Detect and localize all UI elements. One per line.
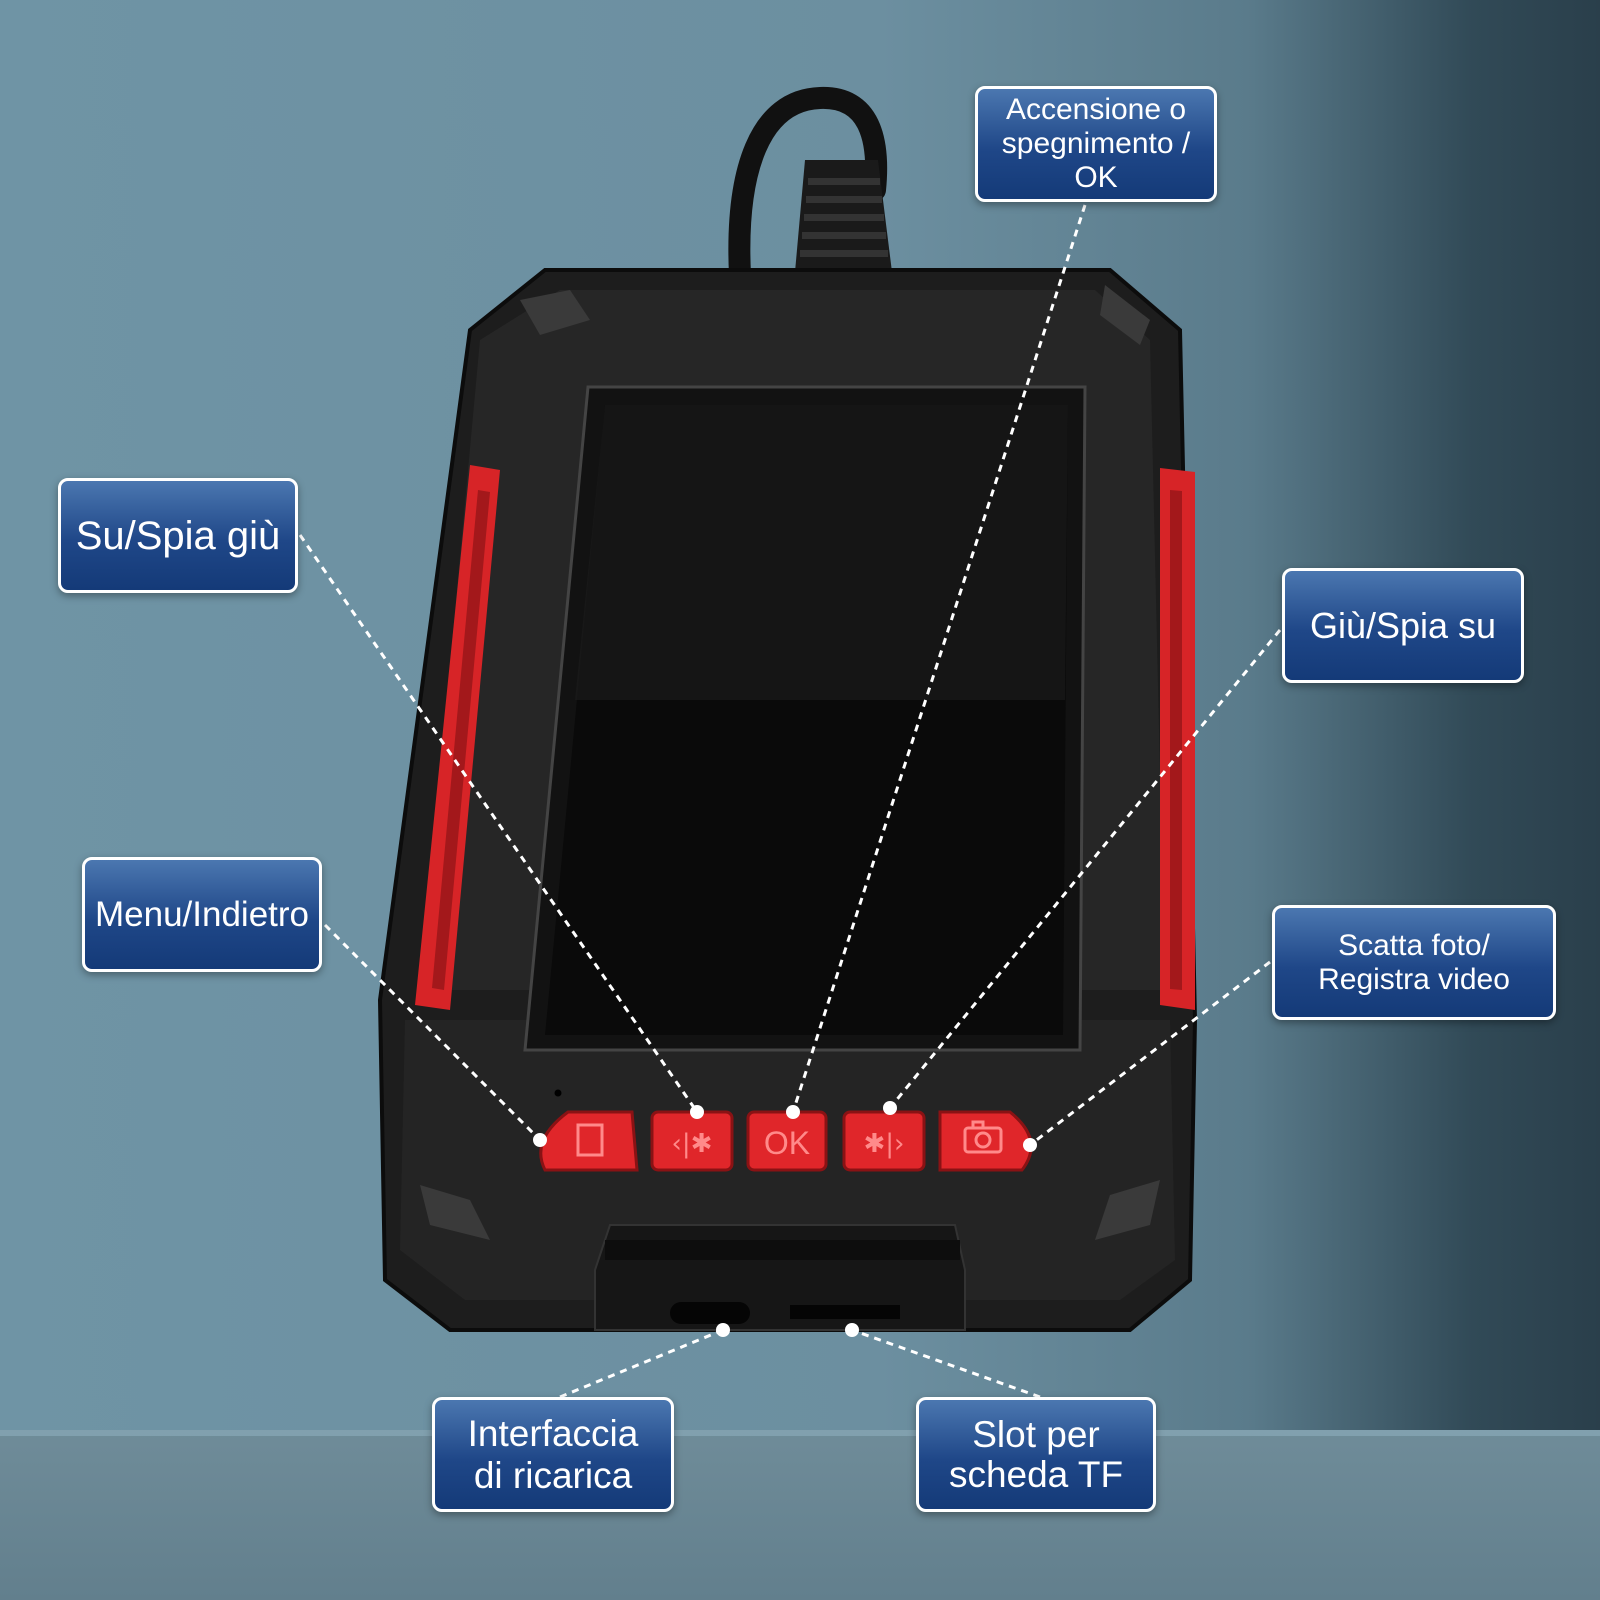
charging-port <box>670 1302 750 1324</box>
callout-accensione-text: Accensione o spegnimento / OK <box>1001 93 1191 194</box>
button-menu <box>539 1110 639 1172</box>
red-grip-left <box>415 465 500 1010</box>
leader-slot-tf <box>851 1328 1041 1399</box>
microphone-hole <box>554 1089 562 1097</box>
screen-glare <box>575 405 1068 700</box>
ok-icon: OK <box>764 1125 810 1161</box>
camera-icon <box>963 1120 1003 1154</box>
button-camera <box>938 1110 1033 1172</box>
brightness-up-icon: ✱|› <box>864 1129 905 1159</box>
callout-slot-scheda-tf: Slot per scheda TF <box>916 1397 1156 1512</box>
leader-interfaccia <box>559 1328 724 1399</box>
corner-bumper-bottom-right <box>1095 1180 1160 1240</box>
callout-menu-indietro: Menu/Indietro <box>82 857 322 972</box>
leader-accensione <box>791 204 1087 1113</box>
floor <box>0 1430 1600 1600</box>
corner-bumper-bottom-left <box>420 1185 490 1240</box>
callout-giu-spia-su-text: Giù/Spia su <box>1309 604 1497 646</box>
brightness-down-icon: ‹|✱ <box>672 1129 713 1159</box>
corner-bumper-top-left <box>520 290 590 335</box>
callout-slot-scheda-tf-text: Slot per scheda TF <box>948 1413 1124 1495</box>
menu-icon <box>576 1123 604 1157</box>
callout-interfaccia-ricarica-text: Interfaccia di ricarica <box>467 1412 639 1496</box>
callout-su-spia-giu: Su/Spia giù <box>58 478 298 593</box>
endpoint-camera <box>1023 1138 1037 1152</box>
leader-lines <box>298 204 1282 1399</box>
endpoint-brightness-up <box>883 1101 897 1115</box>
tf-card-slot <box>790 1305 900 1319</box>
callout-scatta-foto-text: Scatta foto/ Registra video <box>1318 928 1510 996</box>
floor-edge <box>0 1430 1600 1436</box>
button-ok: OK <box>746 1110 828 1172</box>
bottom-hatch-lip <box>605 1240 960 1260</box>
leader-endpoints <box>533 1101 1037 1337</box>
callout-menu-indietro-text: Menu/Indietro <box>94 894 310 934</box>
endpoint-brightness-down <box>690 1105 704 1119</box>
corner-bumper-top-right <box>1100 285 1150 345</box>
endpoint-tf-slot <box>845 1323 859 1337</box>
button-brightness-up: ✱|› <box>842 1110 926 1172</box>
cable-strain-relief <box>795 160 892 272</box>
button-brightness-down: ‹|✱ <box>650 1110 734 1172</box>
callout-scatta-foto: Scatta foto/ Registra video <box>1272 905 1556 1020</box>
red-grip-right <box>1160 468 1195 1010</box>
callout-interfaccia-ricarica: Interfaccia di ricarica <box>432 1397 674 1512</box>
endpoint-charging-port <box>716 1323 730 1337</box>
leader-scatta-foto <box>1029 960 1271 1147</box>
callout-su-spia-giu-text: Su/Spia giù <box>75 513 281 558</box>
endpoint-ok <box>786 1105 800 1119</box>
callout-accensione: Accensione o spegnimento / OK <box>975 86 1217 202</box>
callout-giu-spia-su: Giù/Spia su <box>1282 568 1524 683</box>
cable <box>728 86 888 286</box>
endpoint-menu <box>533 1133 547 1147</box>
leader-menu-indietro <box>323 923 542 1142</box>
